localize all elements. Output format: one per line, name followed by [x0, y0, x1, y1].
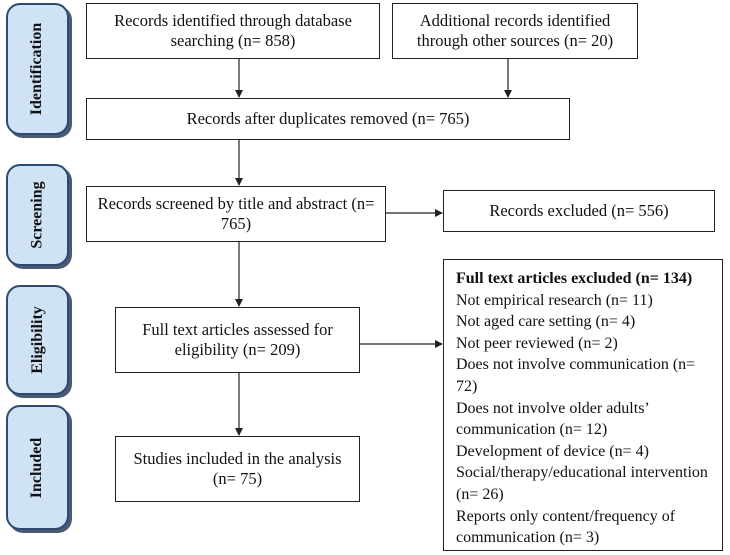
full-text-excluded-list: Full text articles excluded (n= 134) Not… [456, 268, 712, 549]
stage-screening: Screening [6, 164, 69, 266]
other-records-text: Additional records identified through ot… [416, 11, 614, 50]
full-text-excluded-title: Full text articles excluded (n= 134) [456, 270, 693, 287]
stage-included: Included [6, 405, 69, 530]
database-records-text: Records identified through database sear… [114, 11, 352, 50]
screened-text: Records screened by title and abstract (… [97, 194, 375, 233]
included-studies-box: Studies included in the analysis (n= 75) [115, 436, 360, 502]
excluded-box: Records excluded (n= 556) [443, 190, 715, 232]
other-records-box: Additional records identified through ot… [392, 3, 638, 59]
exclusion-reason: Development of device (n= 4) [456, 442, 649, 460]
included-studies-text: Studies included in the analysis (n= 75) [133, 449, 342, 488]
screened-box: Records screened by title and abstract (… [86, 186, 386, 242]
exclusion-reason: Does not involve older adults’ communica… [456, 399, 649, 439]
exclusion-reason: Not empirical research (n= 11) [456, 291, 653, 309]
exclusion-reason: Does not involve communication (n= 72) [456, 356, 696, 395]
exclusion-reason: Social/therapy/educational intervention … [456, 464, 708, 503]
stage-eligibility: Eligibility [6, 285, 69, 395]
exclusion-reason: Not peer reviewed (n= 2) [456, 334, 618, 352]
full-text-assessed-text: Full text articles assessed for eligibil… [142, 320, 333, 359]
excluded-text: Records excluded (n= 556) [489, 201, 669, 220]
after-duplicates-box: Records after duplicates removed (n= 765… [86, 98, 570, 140]
exclusion-reason: Not aged care setting (n= 4) [456, 313, 636, 331]
full-text-excluded-box: Full text articles excluded (n= 134) Not… [443, 259, 723, 551]
after-duplicates-text: Records after duplicates removed (n= 765… [186, 109, 470, 128]
database-records-box: Records identified through database sear… [86, 3, 380, 59]
exclusion-reason: Reports only content/frequency of commun… [456, 507, 676, 547]
stage-identification: Identification [6, 3, 69, 135]
full-text-assessed-box: Full text articles assessed for eligibil… [115, 307, 360, 373]
